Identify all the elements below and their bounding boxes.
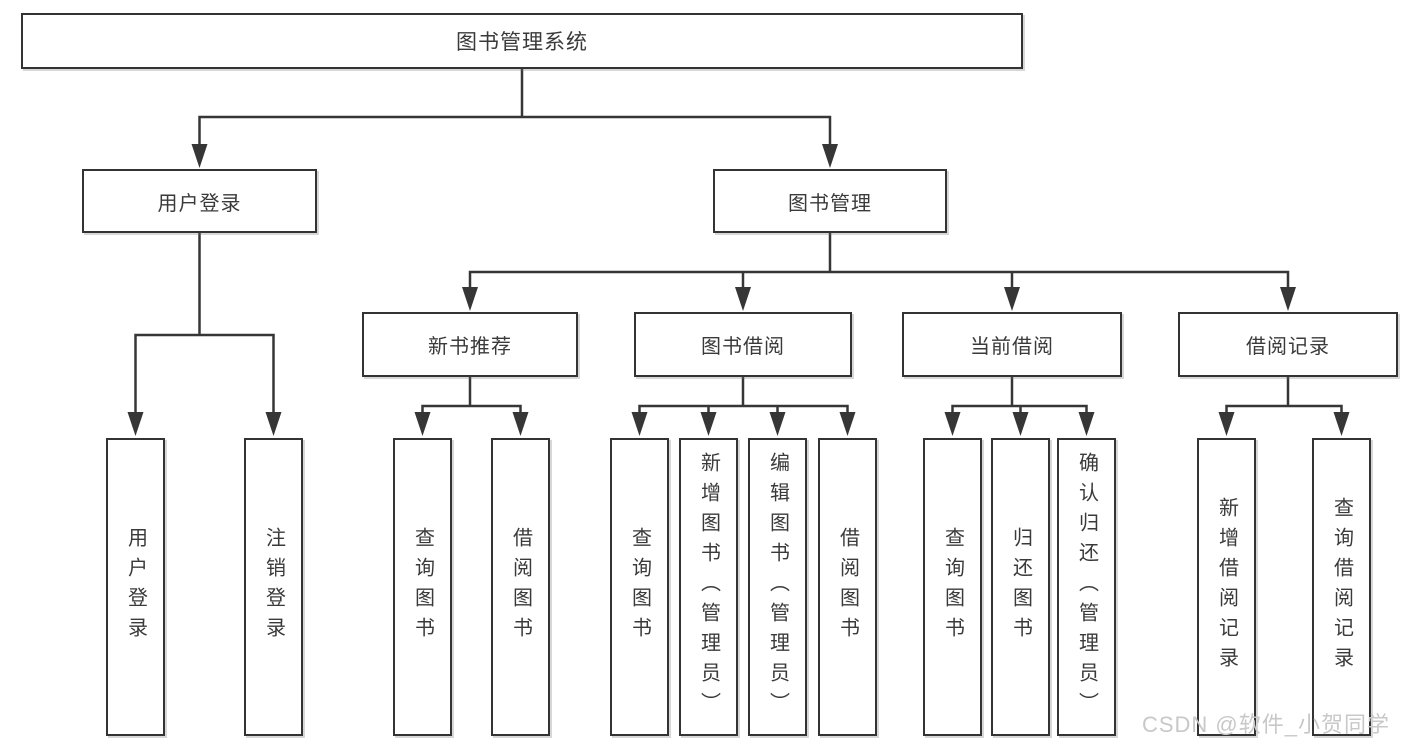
leaf-add-book-admin-label: 新增图书（管理员）	[697, 452, 720, 722]
leaf-query-books-1-label: 查询图书	[411, 527, 434, 647]
leaf-query-books-1: 查询图书	[393, 438, 452, 736]
leaf-user-login: 用户登录	[106, 438, 165, 736]
node-root: 图书管理系统	[21, 13, 1023, 69]
leaf-query-books-2-label: 查询图书	[628, 527, 651, 647]
leaf-borrow-books-2: 借阅图书	[818, 438, 877, 736]
leaf-edit-book-admin: 编辑图书（管理员）	[748, 438, 807, 736]
arrowheads	[127, 144, 1350, 436]
leaf-add-borrow-record-label: 新增借阅记录	[1215, 497, 1238, 677]
node-book-management: 图书管理	[713, 169, 947, 233]
leaf-query-borrow-record: 查询借阅记录	[1312, 438, 1371, 736]
leaf-confirm-return-admin-label: 确认归还（管理员）	[1075, 452, 1098, 722]
node-current-borrow: 当前借阅	[902, 312, 1122, 377]
leaf-confirm-return-admin: 确认归还（管理员）	[1057, 438, 1116, 736]
leaf-user-login-label: 用户登录	[124, 527, 147, 647]
leaf-logout-label: 注销登录	[262, 527, 285, 647]
leaf-borrow-books-2-label: 借阅图书	[836, 527, 859, 647]
node-book-borrow: 图书借阅	[634, 312, 852, 377]
leaf-query-borrow-record-label: 查询借阅记录	[1330, 497, 1353, 677]
leaf-return-book-label: 归还图书	[1009, 527, 1032, 647]
leaf-query-books-3: 查询图书	[923, 438, 982, 736]
node-user-login: 用户登录	[82, 169, 317, 233]
leaf-add-borrow-record: 新增借阅记录	[1197, 438, 1256, 736]
leaf-return-book: 归还图书	[991, 438, 1050, 736]
leaf-logout: 注销登录	[244, 438, 303, 736]
leaf-edit-book-admin-label: 编辑图书（管理员）	[766, 452, 789, 722]
leaf-query-books-2: 查询图书	[610, 438, 669, 736]
leaf-borrow-books-1: 借阅图书	[491, 438, 550, 736]
leaf-add-book-admin: 新增图书（管理员）	[679, 438, 738, 736]
node-new-book-recommend: 新书推荐	[362, 312, 578, 377]
node-borrow-records: 借阅记录	[1178, 312, 1398, 377]
leaf-borrow-books-1-label: 借阅图书	[509, 527, 532, 647]
leaf-query-books-3-label: 查询图书	[941, 527, 964, 647]
